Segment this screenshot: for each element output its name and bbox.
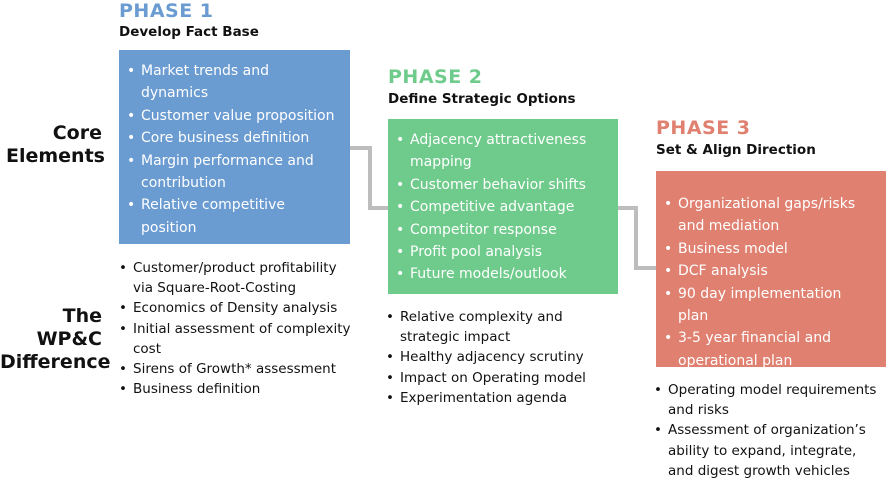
list-item: Margin performance and contribution xyxy=(127,150,340,195)
list-item: 3-5 year financial and operational plan xyxy=(664,327,876,372)
list-item: 90 day implementation plan xyxy=(664,283,876,328)
list-item: Organizational gaps/risks and mediation xyxy=(664,193,876,238)
list-item: Adjacency attractiveness mapping xyxy=(396,129,608,174)
connector-phase1-phase2 xyxy=(350,146,388,210)
phase2-difference-notes: Relative complexity and strategic impact… xyxy=(386,307,626,408)
list-item: Economics of Density analysis xyxy=(119,298,359,318)
list-item: Customer/product profitability via Squar… xyxy=(119,258,359,298)
row-label-core-elements: Core Elements xyxy=(6,122,105,167)
list-item: Customer behavior shifts xyxy=(396,174,608,197)
list-item: Business model xyxy=(664,238,876,261)
connector-phase2-phase3 xyxy=(618,206,656,270)
phase3-difference-notes: Operating model requirements and risks A… xyxy=(654,380,884,481)
row-label-wpc-difference: The WP&C Difference xyxy=(0,305,111,373)
list-item: Profit pool analysis xyxy=(396,241,608,264)
list-item: Business definition xyxy=(119,379,359,399)
list-item: Impact on Operating model xyxy=(386,368,626,388)
list-item: DCF analysis xyxy=(664,260,876,283)
list-item: Competitor response xyxy=(396,219,608,242)
list-item: Sirens of Growth* assessment xyxy=(119,359,359,379)
phase1-core-box: Market trends and dynamics Customer valu… xyxy=(119,50,350,244)
phase3-subtitle: Set & Align Direction xyxy=(656,142,816,158)
list-item: Experimentation agenda xyxy=(386,388,626,408)
phase3-core-box: Organizational gaps/risks and mediation … xyxy=(656,171,886,369)
list-item: Core business definition xyxy=(127,127,340,150)
list-item: Assessment of organization’s ability to … xyxy=(654,420,884,481)
list-item: Competitive advantage xyxy=(396,196,608,219)
list-item: Healthy adjacency scrutiny xyxy=(386,347,626,367)
phase2-title: PHASE 2 xyxy=(388,66,483,88)
phase3-core-list: Organizational gaps/risks and mediation … xyxy=(664,193,876,372)
phase2-core-box: Adjacency attractiveness mapping Custome… xyxy=(388,119,618,294)
list-item: Market trends and dynamics xyxy=(127,60,340,105)
phase1-difference-notes: Customer/product profitability via Squar… xyxy=(119,258,359,400)
list-item: Relative competitive position xyxy=(127,194,340,239)
phase3-title: PHASE 3 xyxy=(656,117,751,139)
list-item: Initial assessment of complexity cost xyxy=(119,319,359,359)
list-item: Relative complexity and strategic impact xyxy=(386,307,626,347)
list-item: Customer value proposition xyxy=(127,105,340,128)
phase1-subtitle: Develop Fact Base xyxy=(119,24,259,40)
phase1-core-list: Market trends and dynamics Customer valu… xyxy=(127,60,340,239)
phase1-title: PHASE 1 xyxy=(119,0,214,22)
list-item: Operating model requirements and risks xyxy=(654,380,884,420)
phase2-subtitle: Define Strategic Options xyxy=(388,91,576,107)
list-item: Future models/outlook xyxy=(396,263,608,286)
phase2-core-list: Adjacency attractiveness mapping Custome… xyxy=(396,129,608,286)
